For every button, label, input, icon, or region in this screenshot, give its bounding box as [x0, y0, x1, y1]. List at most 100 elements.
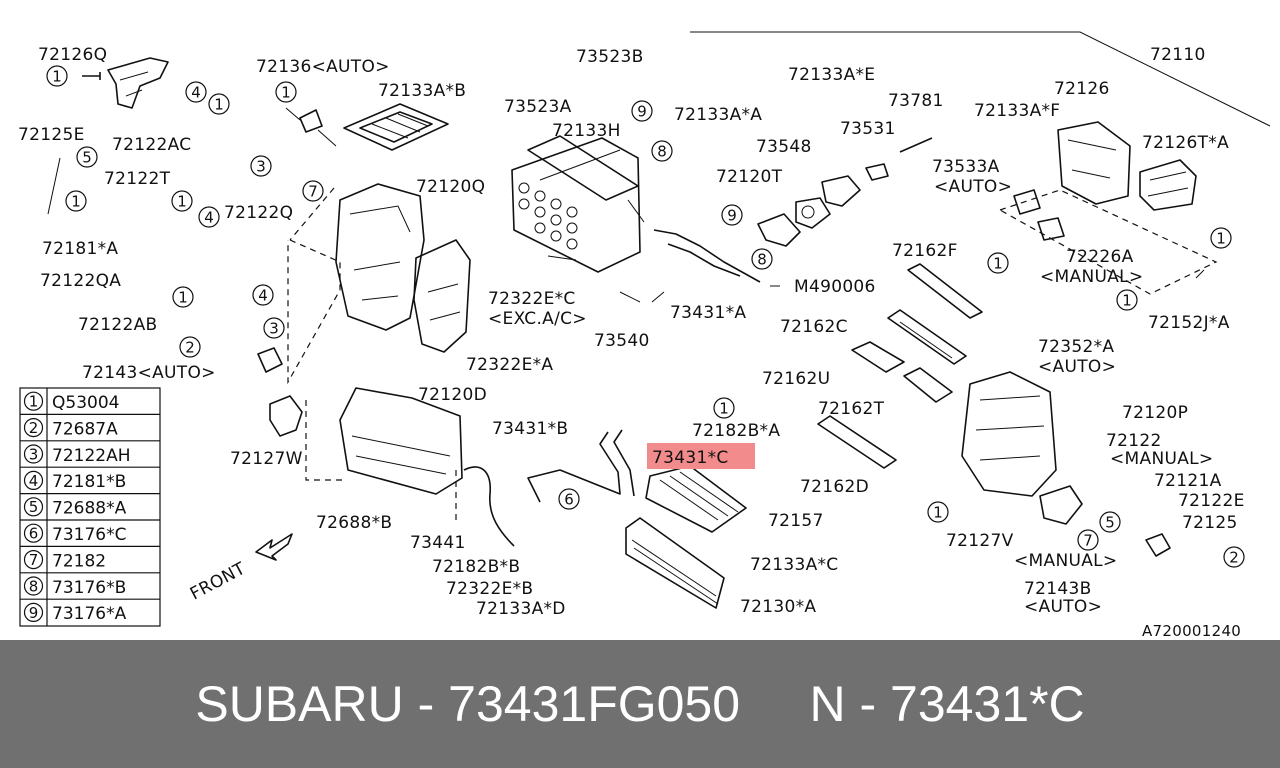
callout-circle	[302, 180, 324, 202]
callout-marker: 1	[65, 190, 87, 212]
label-73533A-auto: <AUTO>	[934, 177, 1012, 197]
callout-marker: 1	[172, 286, 194, 308]
callout-number: 1	[281, 84, 291, 102]
label-72126Q: 72126Q	[38, 45, 107, 65]
callout-number: 2	[1229, 549, 1239, 567]
label-72120D: 72120D	[418, 385, 487, 405]
legend-number-circle	[23, 391, 44, 411]
legend-number: 2	[29, 419, 39, 437]
callout-circle	[631, 100, 653, 122]
callout-marker: 1	[987, 252, 1009, 274]
label-72143-auto: 72143<AUTO>	[82, 363, 216, 383]
callout-circle	[1099, 511, 1121, 533]
label-73431-B: 73431*B	[492, 419, 568, 439]
callout-circle	[252, 284, 274, 306]
callout-circle	[208, 93, 230, 115]
legend-number: 3	[29, 445, 39, 463]
label-73540: 73540	[594, 331, 650, 351]
legend-number: 6	[29, 525, 39, 543]
callout-number: 3	[269, 320, 279, 338]
label-72126T-A: 72126T*A	[1142, 133, 1229, 153]
label-72182B-B: 72182B*B	[432, 557, 520, 577]
label-73781: 73781	[888, 91, 944, 111]
label-72121A: 72121A	[1154, 471, 1222, 491]
legend-number: 8	[29, 577, 39, 595]
callout-number: 1	[1122, 292, 1132, 310]
label-72122QA: 72122QA	[40, 271, 121, 291]
callout-circle	[179, 336, 201, 358]
highlight-box	[647, 443, 755, 469]
callout-circle	[171, 190, 193, 212]
callout-marker: 3	[263, 317, 285, 339]
label-72125E: 72125E	[18, 125, 85, 145]
callout-number: 7	[308, 183, 318, 201]
label-72322E-B: 72322E*B	[446, 579, 533, 599]
callout-circle	[1223, 546, 1245, 568]
callout-number: 6	[564, 491, 574, 509]
callout-circle	[721, 204, 743, 226]
label-72182B-A: 72182B*A	[692, 421, 780, 441]
label-73548: 73548	[756, 137, 812, 157]
callout-marker: 1	[713, 397, 735, 419]
callout-marker: 1	[171, 190, 193, 212]
callout-marker: 2	[1223, 546, 1245, 568]
label-72122Q: 72122Q	[224, 203, 293, 223]
callout-marker: 8	[651, 140, 673, 162]
label-73531: 73531	[840, 119, 896, 139]
label-72122-manual: <MANUAL>	[1110, 449, 1213, 469]
callout-marker: 1	[275, 81, 297, 103]
label-72127V: 72127V	[946, 531, 1014, 551]
callout-number: 1	[177, 193, 187, 211]
label-72322E-C-exc: <EXC.A/C>	[488, 309, 587, 329]
callout-circle	[713, 397, 735, 419]
part-labels: 72126Q 72136<AUTO> 72133A*B 73523B 72110…	[18, 45, 1244, 640]
callout-circle	[172, 286, 194, 308]
label-72322E-A: 72322E*A	[466, 355, 553, 375]
legend-code: Q53004	[52, 393, 119, 413]
legend-number-circle	[23, 576, 44, 596]
label-72157: 72157	[768, 511, 824, 531]
label-72143B: 72143B	[1024, 579, 1092, 599]
callout-circle	[1077, 529, 1099, 551]
callout-number: 9	[637, 103, 647, 121]
callout-marker: 7	[1077, 529, 1099, 551]
callout-number: 1	[71, 193, 81, 211]
legend-number: 9	[29, 604, 39, 622]
callout-marker: 7	[302, 180, 324, 202]
callout-number: 1	[993, 255, 1003, 273]
label-72152J-A: 72152J*A	[1148, 313, 1230, 333]
callout-circle	[250, 155, 272, 177]
callout-marker: 6	[558, 488, 580, 510]
label-72125: 72125	[1182, 513, 1238, 533]
label-72133A-D: 72133A*D	[476, 599, 566, 619]
callout-number: 1	[52, 68, 62, 86]
callout-marker: 3	[250, 155, 272, 177]
legend-number-circle	[23, 523, 44, 543]
legend-number: 7	[29, 551, 39, 569]
label-72120T: 72120T	[716, 167, 783, 187]
callout-marker: 4	[252, 284, 274, 306]
callout-marker: 8	[751, 248, 773, 270]
label-72120Q: 72120Q	[416, 177, 485, 197]
label-72162U: 72162U	[762, 369, 830, 389]
label-72122AC: 72122AC	[112, 135, 191, 155]
label-72136-auto: 72136<AUTO>	[256, 57, 390, 77]
callout-circle	[65, 190, 87, 212]
label-72133A-A: 72133A*A	[674, 105, 762, 125]
label-73523A: 73523A	[504, 97, 572, 117]
legend-number-circle	[23, 602, 44, 623]
legend-row: 2 72687A	[23, 418, 118, 439]
label-73533A: 73533A	[932, 157, 1000, 177]
label-72126: 72126	[1054, 79, 1110, 99]
legend-number-circle	[23, 418, 44, 438]
legend-code: 72687A	[52, 419, 118, 439]
part-number-caption: SUBARU - 73431FG050 N - 73431*C	[195, 676, 1085, 732]
callout-marker: 1	[1116, 289, 1138, 311]
callout-marker: 1	[46, 65, 68, 87]
